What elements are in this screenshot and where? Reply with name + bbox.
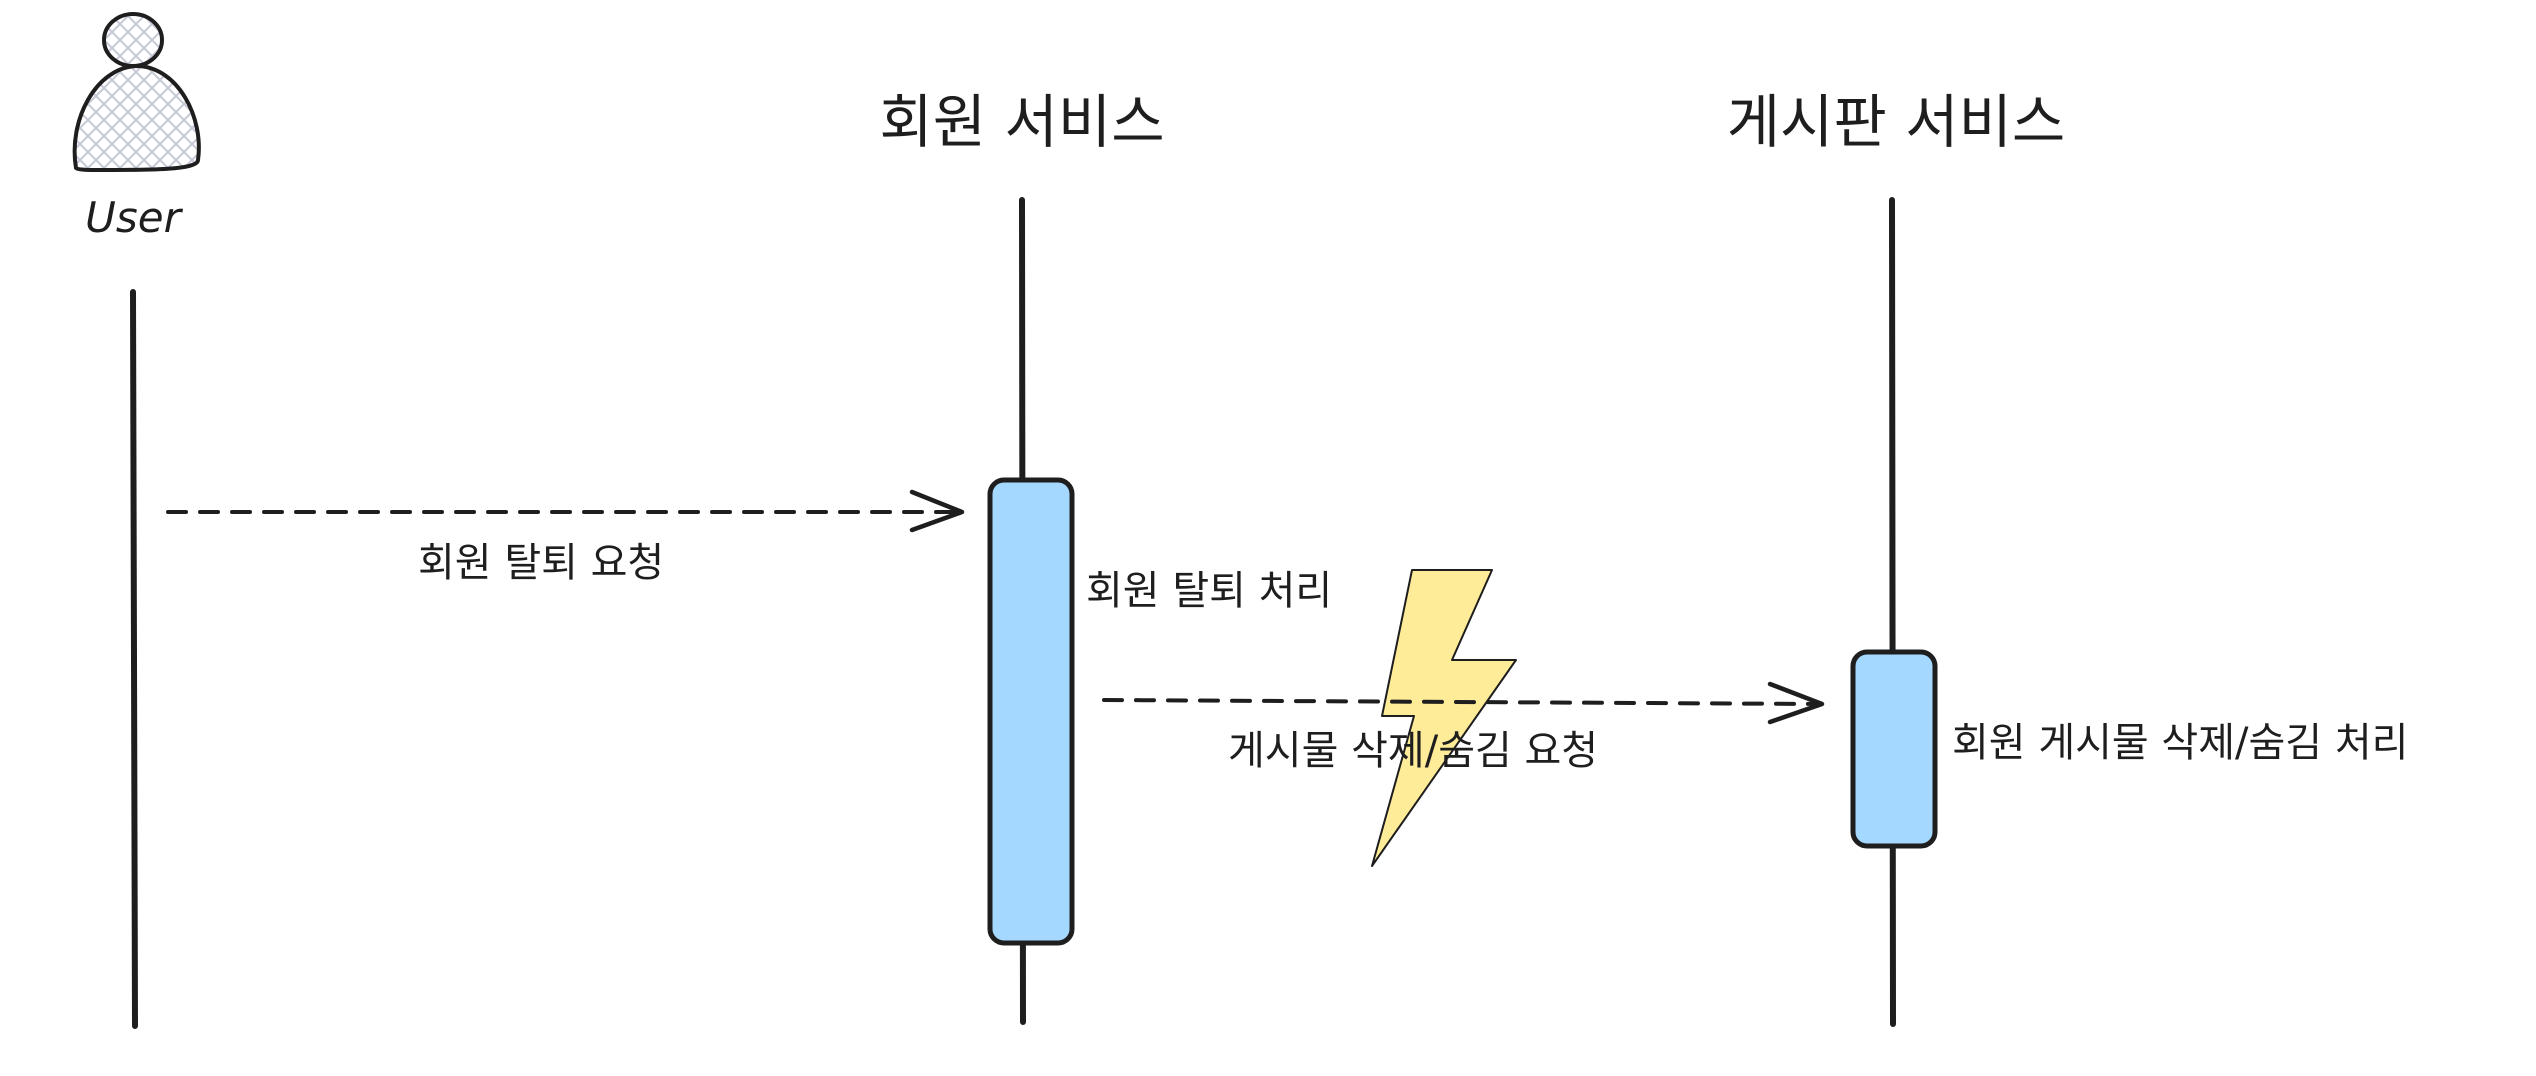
message-withdraw-request: 회원 탈퇴 요청 [166, 489, 965, 586]
lightning-icon [1371, 569, 1517, 867]
dashed-arrow-line [1102, 698, 1822, 706]
activation-bar-member-service [987, 477, 1075, 946]
arrow-head-icon [909, 489, 965, 533]
actor-label: User [85, 193, 183, 242]
actor-user: User [72, 12, 201, 242]
participant-header-member-service: 회원 서비스 [879, 88, 1164, 156]
arrow-head-icon [1767, 681, 1825, 725]
message-label: 회원 탈퇴 요청 [418, 540, 664, 586]
lifeline-board-service [1889, 197, 1896, 1027]
message-label: 게시물 삭제/숨김 요청 [1228, 728, 1598, 774]
user-icon [72, 12, 201, 172]
message-delete-posts-request: 게시물 삭제/숨김 요청 [1102, 681, 1825, 774]
participant-header-board-service: 게시판 서비스 [1727, 88, 2066, 156]
lifeline-user [130, 289, 138, 1029]
activation-bar-board-service [1850, 649, 1938, 849]
activation-label-member-service: 회원 탈퇴 처리 [1086, 568, 1332, 614]
activation-label-board-service: 회원 게시물 삭제/숨김 처리 [1952, 720, 2408, 766]
